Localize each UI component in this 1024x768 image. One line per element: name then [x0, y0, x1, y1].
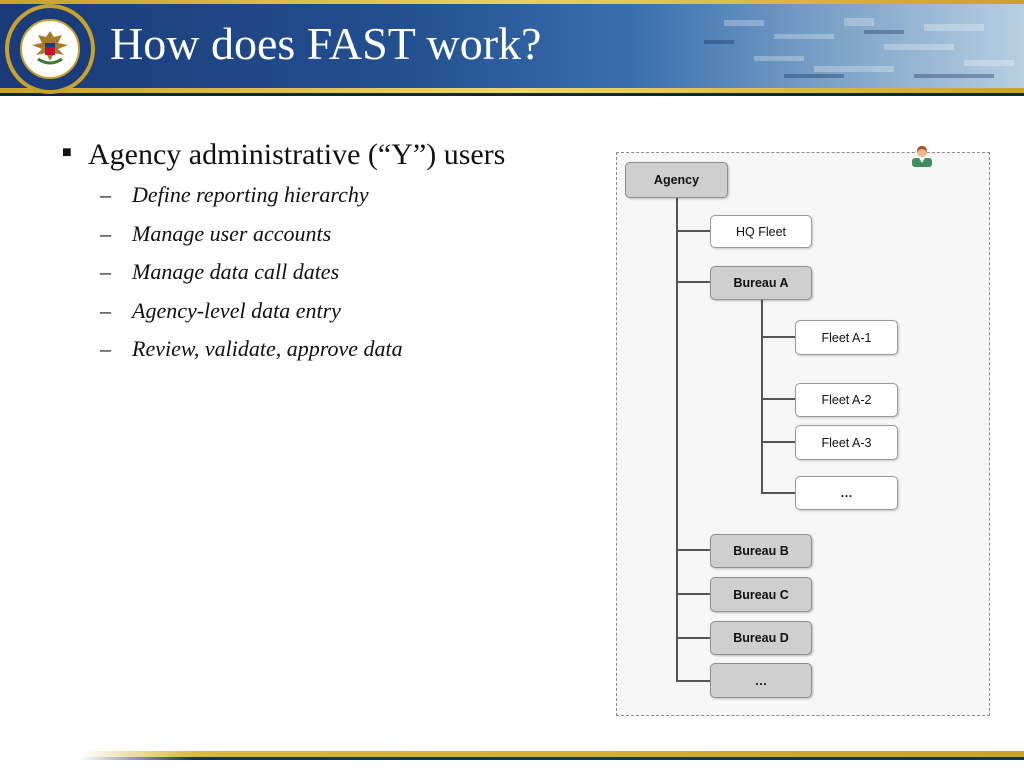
fleet-node[interactable]: Fleet A-3: [795, 425, 898, 460]
header-texture: [704, 18, 1014, 78]
connector-line: [761, 398, 795, 400]
fleet-node[interactable]: Fleet A-1: [795, 320, 898, 355]
fleet-node[interactable]: Fleet A-2: [795, 383, 898, 417]
header-banner: [0, 0, 1024, 96]
bureau-node[interactable]: Bureau B: [710, 534, 812, 568]
connector-line: [761, 300, 763, 493]
slide-title: How does FAST work?: [110, 18, 542, 69]
connector-line: [676, 593, 710, 595]
connector-line: [761, 492, 795, 494]
bullet-item: ■ Agency administrative (“Y”) users: [62, 138, 582, 178]
hierarchy-diagram: Agency HQ Fleet Bureau A Fleet A-1 Fleet…: [616, 152, 990, 716]
sub-bullet-item: – Review, validate, approve data: [62, 332, 582, 371]
sub-bullet-item: – Manage data call dates: [62, 255, 582, 294]
hq-fleet-node[interactable]: HQ Fleet: [710, 215, 812, 248]
footer-gold-stripe: [80, 751, 1024, 757]
footer-dark-stripe: [80, 757, 1024, 760]
fleet-node[interactable]: …: [795, 476, 898, 510]
department-of-defense-seal-icon: [5, 4, 95, 94]
connector-line: [676, 197, 678, 681]
sub-bullet-text: Define reporting hierarchy: [132, 182, 369, 207]
sub-bullet-text: Agency-level data entry: [132, 297, 341, 323]
gold-stripe-top: [0, 0, 1024, 4]
admin-user-icon: [912, 146, 932, 167]
gold-stripe-bottom: [0, 88, 1024, 93]
bureau-node[interactable]: Bureau D: [710, 621, 812, 655]
sub-bullet-item: – Agency-level data entry: [62, 294, 582, 333]
dash-marker: –: [100, 336, 111, 361]
sub-bullet-item: – Manage user accounts: [62, 217, 582, 256]
agency-node[interactable]: Agency: [625, 162, 728, 198]
dash-marker: –: [100, 220, 111, 246]
bullet-text: Agency administrative (“Y”) users: [88, 138, 506, 171]
connector-line: [761, 441, 795, 443]
connector-line: [676, 637, 710, 639]
connector-line: [676, 680, 710, 682]
dash-marker: –: [100, 259, 111, 284]
square-bullet-icon: ■: [62, 144, 72, 161]
connector-line: [761, 336, 795, 338]
sub-bullet-text: Review, validate, approve data: [132, 336, 403, 361]
dash-marker: –: [100, 182, 111, 207]
bureau-a-node[interactable]: Bureau A: [710, 266, 812, 300]
connector-line: [676, 281, 710, 283]
connector-line: [676, 230, 710, 232]
sub-bullet-item: – Define reporting hierarchy: [62, 178, 582, 217]
sub-bullet-text: Manage user accounts: [132, 220, 332, 246]
bullet-list: ■ Agency administrative (“Y”) users – De…: [62, 138, 582, 371]
bureau-node[interactable]: …: [710, 663, 812, 698]
dark-stripe: [0, 93, 1024, 96]
dash-marker: –: [100, 297, 111, 323]
bureau-node[interactable]: Bureau C: [710, 577, 812, 612]
sub-bullet-text: Manage data call dates: [132, 259, 340, 284]
connector-line: [676, 549, 710, 551]
